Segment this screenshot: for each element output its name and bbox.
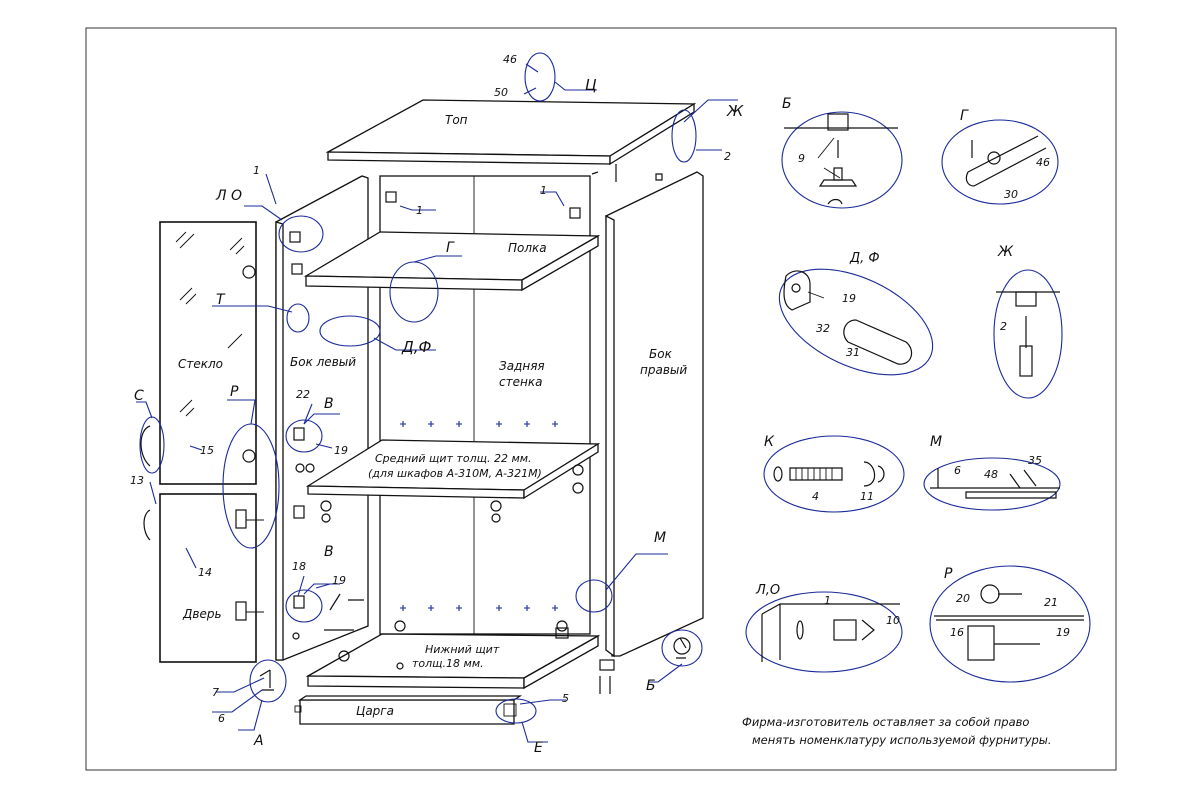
num-13: 13 — [130, 474, 144, 487]
num-18: 18 — [292, 560, 306, 573]
part-number-label: 30 — [1004, 188, 1018, 201]
label-middle-shelf-2: (для шкафов А-310М, А-321М) — [368, 467, 542, 480]
num-1b: 1 — [416, 204, 423, 217]
handle-c — [140, 425, 151, 467]
label-back-wall-1: Задняя — [499, 359, 545, 373]
glass-door: Стекло — [159, 221, 257, 485]
detail-g: Г 46 30 — [941, 108, 1059, 205]
label-back-wall-2: стенка — [499, 375, 542, 389]
detail-k: К 4 11 — [763, 434, 905, 513]
handle-lower — [143, 509, 151, 541]
part-number-label: 10 — [886, 614, 900, 627]
part-number-label: 48 — [984, 468, 998, 481]
part-number-label: 6 — [954, 464, 961, 477]
detail-r-title: Р — [944, 566, 953, 582]
detail-b: Б 9 — [781, 96, 903, 209]
num-6: 6 — [218, 712, 225, 725]
num-19b: 19 — [332, 574, 346, 587]
callout-b: Б — [646, 678, 656, 694]
detail-lo: Л,О 1 10 — [745, 583, 903, 673]
solid-door: Дверь — [159, 493, 264, 663]
part-number-label: 16 — [950, 626, 964, 639]
part-number-label: 1 — [824, 594, 831, 607]
back-wall-marks — [400, 421, 558, 611]
left-side-hardware — [289, 231, 364, 640]
callout-zh: Ж — [726, 102, 744, 120]
callout-a: А — [253, 733, 264, 749]
label-top: Топ — [445, 113, 468, 127]
bottom-shelf: Нижний щит толщ.18 мм. — [305, 633, 601, 690]
footnote-line-2: менять номенклатуру используемой фурниту… — [752, 733, 1052, 747]
callout-l-o: Л О — [215, 188, 242, 204]
detail-m: М 6 48 35 — [923, 434, 1061, 511]
top-board: Топ — [325, 99, 697, 166]
callout-g: Г — [446, 240, 455, 256]
num-2: 2 — [724, 150, 731, 163]
label-bottom-shelf-1: Нижний щит — [425, 643, 500, 656]
right-side-panel: Бок правый — [605, 171, 704, 658]
left-side-panel: Бок левый — [275, 175, 369, 661]
num-14: 14 — [198, 566, 212, 579]
detail-lo-title: Л,О — [755, 583, 780, 598]
num-1c: 1 — [540, 184, 547, 197]
part-number-label: 32 — [816, 322, 830, 335]
callout-t: Т — [216, 292, 226, 308]
detail-k-title: К — [764, 434, 775, 450]
cabinet-hardware — [259, 164, 691, 694]
part-number-label: 9 — [798, 152, 805, 165]
part-number-label: 31 — [846, 346, 860, 359]
detail-g-title: Г — [960, 108, 969, 124]
part-number-label: 19 — [842, 292, 856, 305]
detail-df-title: Д, Ф — [849, 251, 880, 266]
num-1a: 1 — [253, 164, 260, 177]
num-50: 50 — [494, 86, 508, 99]
label-glass: Стекло — [178, 357, 223, 371]
num-5: 5 — [562, 692, 569, 705]
label-side-left: Бок левый — [290, 355, 356, 369]
part-number-label: 11 — [860, 490, 874, 503]
part-number-label: 19 — [1056, 626, 1070, 639]
part-number-label: 4 — [812, 490, 819, 503]
detail-zh: Ж 2 — [993, 244, 1063, 399]
drawing-frame — [85, 27, 1117, 771]
callout-d-f: Д,Ф — [401, 338, 431, 356]
detail-zh-title: Ж — [997, 244, 1014, 260]
detail-b-title: Б — [782, 96, 792, 112]
middle-shelf: Средний щит толщ. 22 мм. (для шкафов А-3… — [305, 439, 601, 500]
detail-m-title: М — [930, 434, 942, 450]
num-46: 46 — [503, 53, 517, 66]
label-side-right-2: правый — [640, 363, 687, 377]
part-number-label: 21 — [1044, 596, 1058, 609]
leader-lines — [136, 63, 738, 743]
num-22: 22 — [296, 388, 310, 401]
callout-e: Е — [534, 740, 543, 756]
num-7: 7 — [212, 686, 219, 699]
label-middle-shelf-1: Средний щит толщ. 22 мм. — [375, 452, 532, 465]
num-15: 15 — [200, 444, 214, 457]
label-side-right-1: Бок — [649, 347, 673, 361]
detail-r: Р 20 21 16 19 — [929, 565, 1091, 683]
callout-m: М — [654, 530, 666, 546]
callout-s: С — [134, 388, 144, 404]
label-door: Дверь — [182, 607, 222, 621]
label-bottom-shelf-2: толщ.18 мм. — [412, 657, 484, 670]
footnote-line-1: Фирма-изготовитель оставляет за собой пр… — [742, 715, 1029, 729]
part-number-label: 46 — [1036, 156, 1050, 169]
callout-v2: В — [324, 544, 334, 560]
label-shelf: Полка — [508, 241, 547, 255]
num-19a: 19 — [334, 444, 348, 457]
part-number-label: 20 — [956, 592, 970, 605]
callout-r: Р — [230, 384, 239, 400]
callout-v1: В — [324, 396, 334, 412]
part-number-label: 35 — [1028, 454, 1042, 467]
part-number-label: 2 — [1000, 320, 1007, 333]
label-plinth: Царга — [356, 704, 394, 718]
detail-df: Д, Ф 19 32 31 — [778, 251, 934, 376]
callout-ts: Ц — [585, 76, 597, 94]
plinth: Царга — [294, 695, 523, 725]
